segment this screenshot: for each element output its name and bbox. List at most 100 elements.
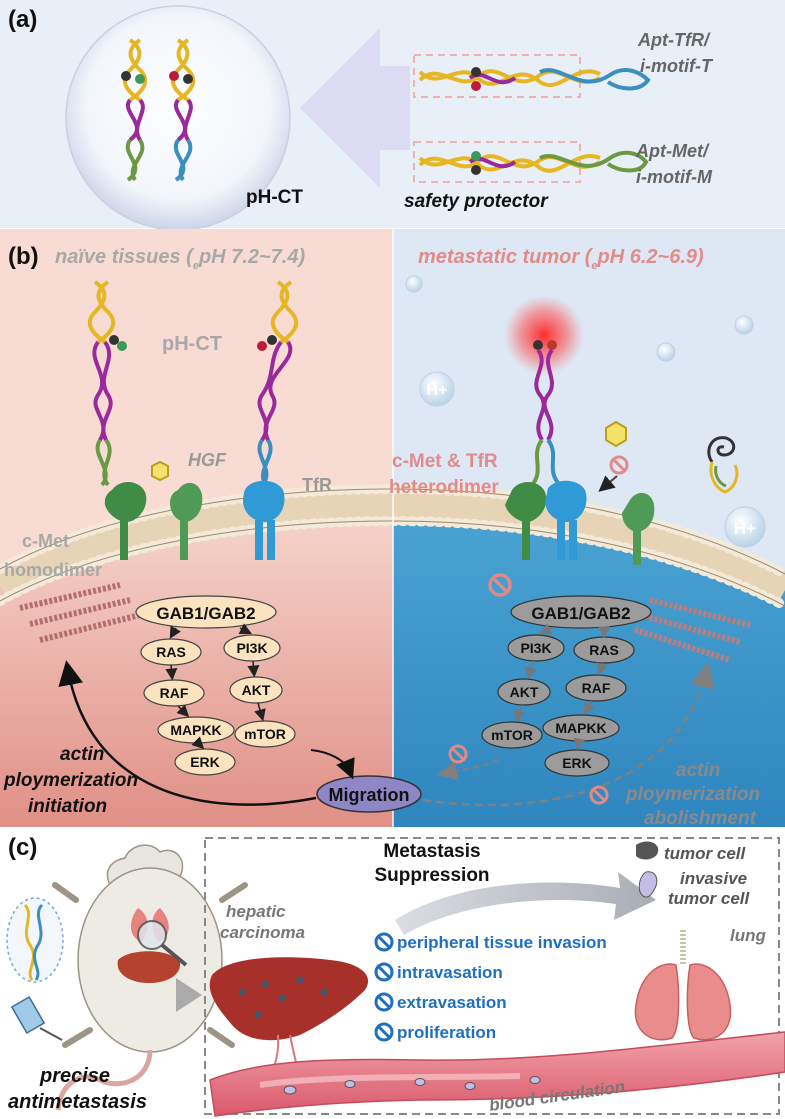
akt-node-right — [497, 678, 551, 706]
mapkk-label-right: MAPKK — [555, 720, 606, 736]
suppression-label: Suppression — [374, 865, 489, 886]
c-met-label: c-Met — [22, 531, 69, 551]
inhibition-item-1: peripheral tissue invasion — [374, 932, 607, 952]
actin-left-label-1: actin — [60, 744, 104, 765]
proton-bubble — [405, 275, 423, 293]
inhibition-label-4: proliferation — [397, 1023, 496, 1042]
dna-nanodevice-inset — [6, 897, 64, 983]
actin-right-label-2: ploymerization — [625, 784, 760, 805]
lung-label: lung — [730, 926, 766, 945]
outcome-box — [204, 837, 780, 1115]
erk-to-migration-arrow — [310, 749, 355, 780]
actin-abolishment-arrow — [422, 662, 715, 807]
migration-node — [316, 775, 422, 813]
inset-arrow — [176, 978, 202, 1012]
gab-node-right — [510, 595, 652, 629]
mapkk-label-left: MAPKK — [170, 722, 221, 738]
ph-ct-label: pH-CT — [246, 187, 303, 208]
c-met-receptor-left-1 — [104, 481, 147, 560]
actin-left-label-3: initiation — [28, 796, 107, 817]
erk-label-right: ERK — [562, 755, 592, 771]
migration-block-icon — [448, 744, 468, 764]
proton-label: H+ — [427, 382, 448, 399]
akt-label-left: AKT — [242, 682, 271, 698]
proton-bubbles: H+ H+ — [405, 275, 766, 548]
panel-c: (c) precise antimetastasis — [0, 828, 785, 1119]
actin-right-label-1: actin — [676, 760, 720, 781]
invasive-tumor-cell-label: tumor cell — [668, 889, 751, 908]
left-pathway: GAB1/GAB2 RAS RAF MAPKK ERK PI3K AKT mTO… — [135, 595, 296, 776]
erk-node-left — [174, 748, 236, 776]
signal-glow — [504, 295, 584, 375]
apt-met-strand — [413, 141, 649, 183]
c-met-tfr-heterodimer — [505, 480, 587, 560]
mouse-illustration — [52, 844, 248, 1111]
mtor-label-right: mTOR — [491, 727, 533, 743]
left-ph-ct-1 — [87, 280, 127, 487]
ras-label-right: RAS — [589, 642, 619, 658]
invasive-label: invasive — [680, 869, 747, 888]
normal-cell-cytoplasm — [0, 505, 393, 827]
apt-tfr-strand — [413, 54, 651, 98]
erk-label-left: ERK — [190, 754, 220, 770]
suppression-arrow — [395, 872, 656, 935]
gab-node-left — [135, 595, 277, 629]
mtor-label-left: mTOR — [244, 726, 286, 742]
inhibition-item-4: proliferation — [374, 1022, 496, 1042]
i-motif-m-label: i-motif-M — [636, 167, 713, 187]
released-i-motif — [707, 436, 739, 494]
mtor-node-right — [481, 721, 543, 749]
apt-tfr-label: Apt-TfR/ — [637, 30, 711, 50]
syringe-icon — [10, 995, 63, 1041]
inhibition-item-2: intravasation — [374, 962, 503, 982]
raf-label-left: RAF — [160, 685, 189, 701]
ras-label-left: RAS — [156, 644, 186, 660]
tumor-cell-legend: tumor cell — [636, 841, 747, 863]
pi3k-node-right — [507, 634, 565, 662]
right-ph-ct — [530, 340, 562, 487]
homodimer-label: homodimer — [4, 560, 102, 580]
gab-label-right: GAB1/GAB2 — [531, 604, 630, 623]
assembly-arrow — [300, 28, 410, 188]
tfr-label: TfR — [302, 475, 332, 495]
hgf-ligand — [151, 460, 169, 482]
safety-protector-label: safety protector — [404, 191, 549, 212]
right-pathway: GAB1/GAB2 PI3K AKT mTOR RAS RAF MAPKK ER… — [481, 595, 652, 777]
inhibition-label-2: intravasation — [397, 963, 503, 982]
tfr-receptor-left — [243, 480, 285, 560]
carcinoma-label: carcinoma — [220, 923, 305, 942]
heterodimer-label-2: heterodimer — [389, 477, 499, 498]
ph-ct-construct — [121, 38, 196, 182]
precise-label: precise — [39, 1065, 110, 1087]
hgf-block-icon — [609, 455, 629, 475]
panel-b: (b) naïve tissues (epH 7.2~7.4) metastat… — [0, 229, 785, 829]
actin-filaments-right — [634, 597, 751, 663]
proton-bubble — [724, 506, 766, 548]
proton-bubble — [419, 371, 455, 407]
actin-right-label-3: abolishment — [644, 808, 757, 829]
heterodimer-label-1: c-Met & TfR — [392, 451, 498, 472]
inhibition-label-3: extravasation — [397, 993, 507, 1012]
invasive-cell-legend: invasive tumor cell — [638, 869, 751, 908]
raf-label-right: RAF — [582, 680, 611, 696]
panel-a: (a) — [0, 0, 785, 231]
pi3k-node-left — [223, 634, 281, 662]
panel-c-label: (c) — [8, 834, 37, 861]
pi3k-label-left: PI3K — [236, 640, 267, 656]
panel-a-label: (a) — [8, 6, 37, 33]
proton-label: H+ — [734, 519, 756, 538]
metastasis-label: Metastasis — [383, 841, 480, 862]
hgf-ligand-blocked — [605, 420, 627, 448]
apt-met-label: Apt-Met/ — [635, 141, 710, 161]
inhibition-item-3: extravasation — [374, 992, 507, 1012]
pi3k-label-right: PI3K — [520, 640, 551, 656]
proton-bubble — [734, 315, 754, 335]
gab-label-left: GAB1/GAB2 — [156, 604, 255, 623]
migration-label: Migration — [329, 785, 410, 805]
hgf-approach-arrow — [598, 475, 618, 492]
blood-vessel — [209, 1031, 785, 1117]
tumor-title: metastatic tumor (epH 6.2~6.9) — [418, 246, 704, 272]
akt-label-right: AKT — [510, 684, 539, 700]
hepatic-label: hepatic — [226, 902, 286, 921]
